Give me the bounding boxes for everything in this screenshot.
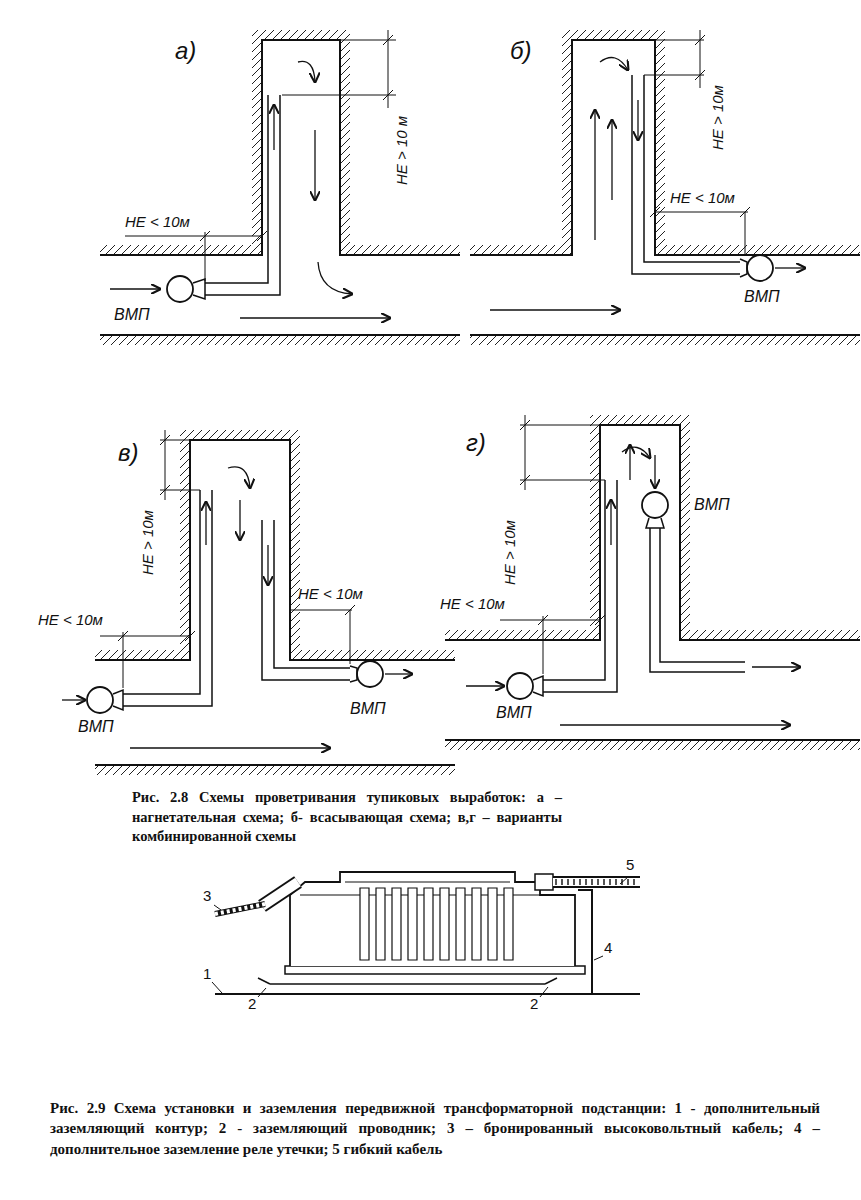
callout-number: 1 — [203, 966, 211, 983]
callout-number: 3 — [203, 888, 211, 905]
radiator-fin — [360, 888, 369, 960]
panel-v — [62, 430, 455, 775]
fan-label: ВМП — [744, 288, 780, 306]
panel-a — [100, 30, 460, 345]
panel-letter: б) — [510, 38, 532, 64]
radiator-fin — [504, 888, 513, 960]
dimension-label: НЕ < 10м — [440, 596, 505, 613]
callout-number: 4 — [604, 940, 612, 957]
panel-letter: а) — [175, 38, 196, 64]
dimension-label: НЕ < 10м — [670, 190, 735, 207]
panel-letter: в) — [118, 440, 139, 466]
figure-caption: Рис. 2.9 Схема установки и заземления пе… — [50, 1098, 820, 1159]
fan-label: ВМП — [114, 306, 150, 324]
radiator-fin — [424, 888, 433, 960]
radiator-fin — [488, 888, 497, 960]
figure-caption: Рис. 2.8 Схемы проветривания тупиковых в… — [132, 788, 562, 847]
callout-number: 2 — [248, 996, 256, 1013]
radiator-fin — [376, 888, 385, 960]
dimension-label: НЕ > 10м — [140, 510, 157, 575]
radiator-fin — [456, 888, 465, 960]
panel-b — [470, 30, 860, 345]
dimension-label: НЕ > 10м — [710, 85, 727, 150]
callout-number: 2 — [530, 996, 538, 1013]
dimension-label: НЕ > 10м — [502, 520, 519, 585]
panel-letter: г) — [466, 430, 486, 456]
callout-number: 5 — [626, 857, 634, 874]
fan-label: ВМП — [496, 704, 532, 722]
substation-drawing — [212, 872, 640, 997]
radiator-fin — [392, 888, 401, 960]
fan-label: ВМП — [78, 718, 114, 736]
dimension-label: НЕ > 10 м — [394, 116, 411, 185]
fan-label: ВМП — [350, 700, 386, 718]
panel-g — [445, 415, 860, 750]
radiator-fin — [408, 888, 417, 960]
dimension-label: НЕ < 10м — [38, 612, 103, 629]
radiator-fin — [472, 888, 481, 960]
radiator-fin — [440, 888, 449, 960]
fan-label: ВМП — [694, 496, 730, 514]
dimension-label: НЕ < 10м — [298, 586, 363, 603]
dimension-label: НЕ < 10м — [125, 214, 190, 231]
